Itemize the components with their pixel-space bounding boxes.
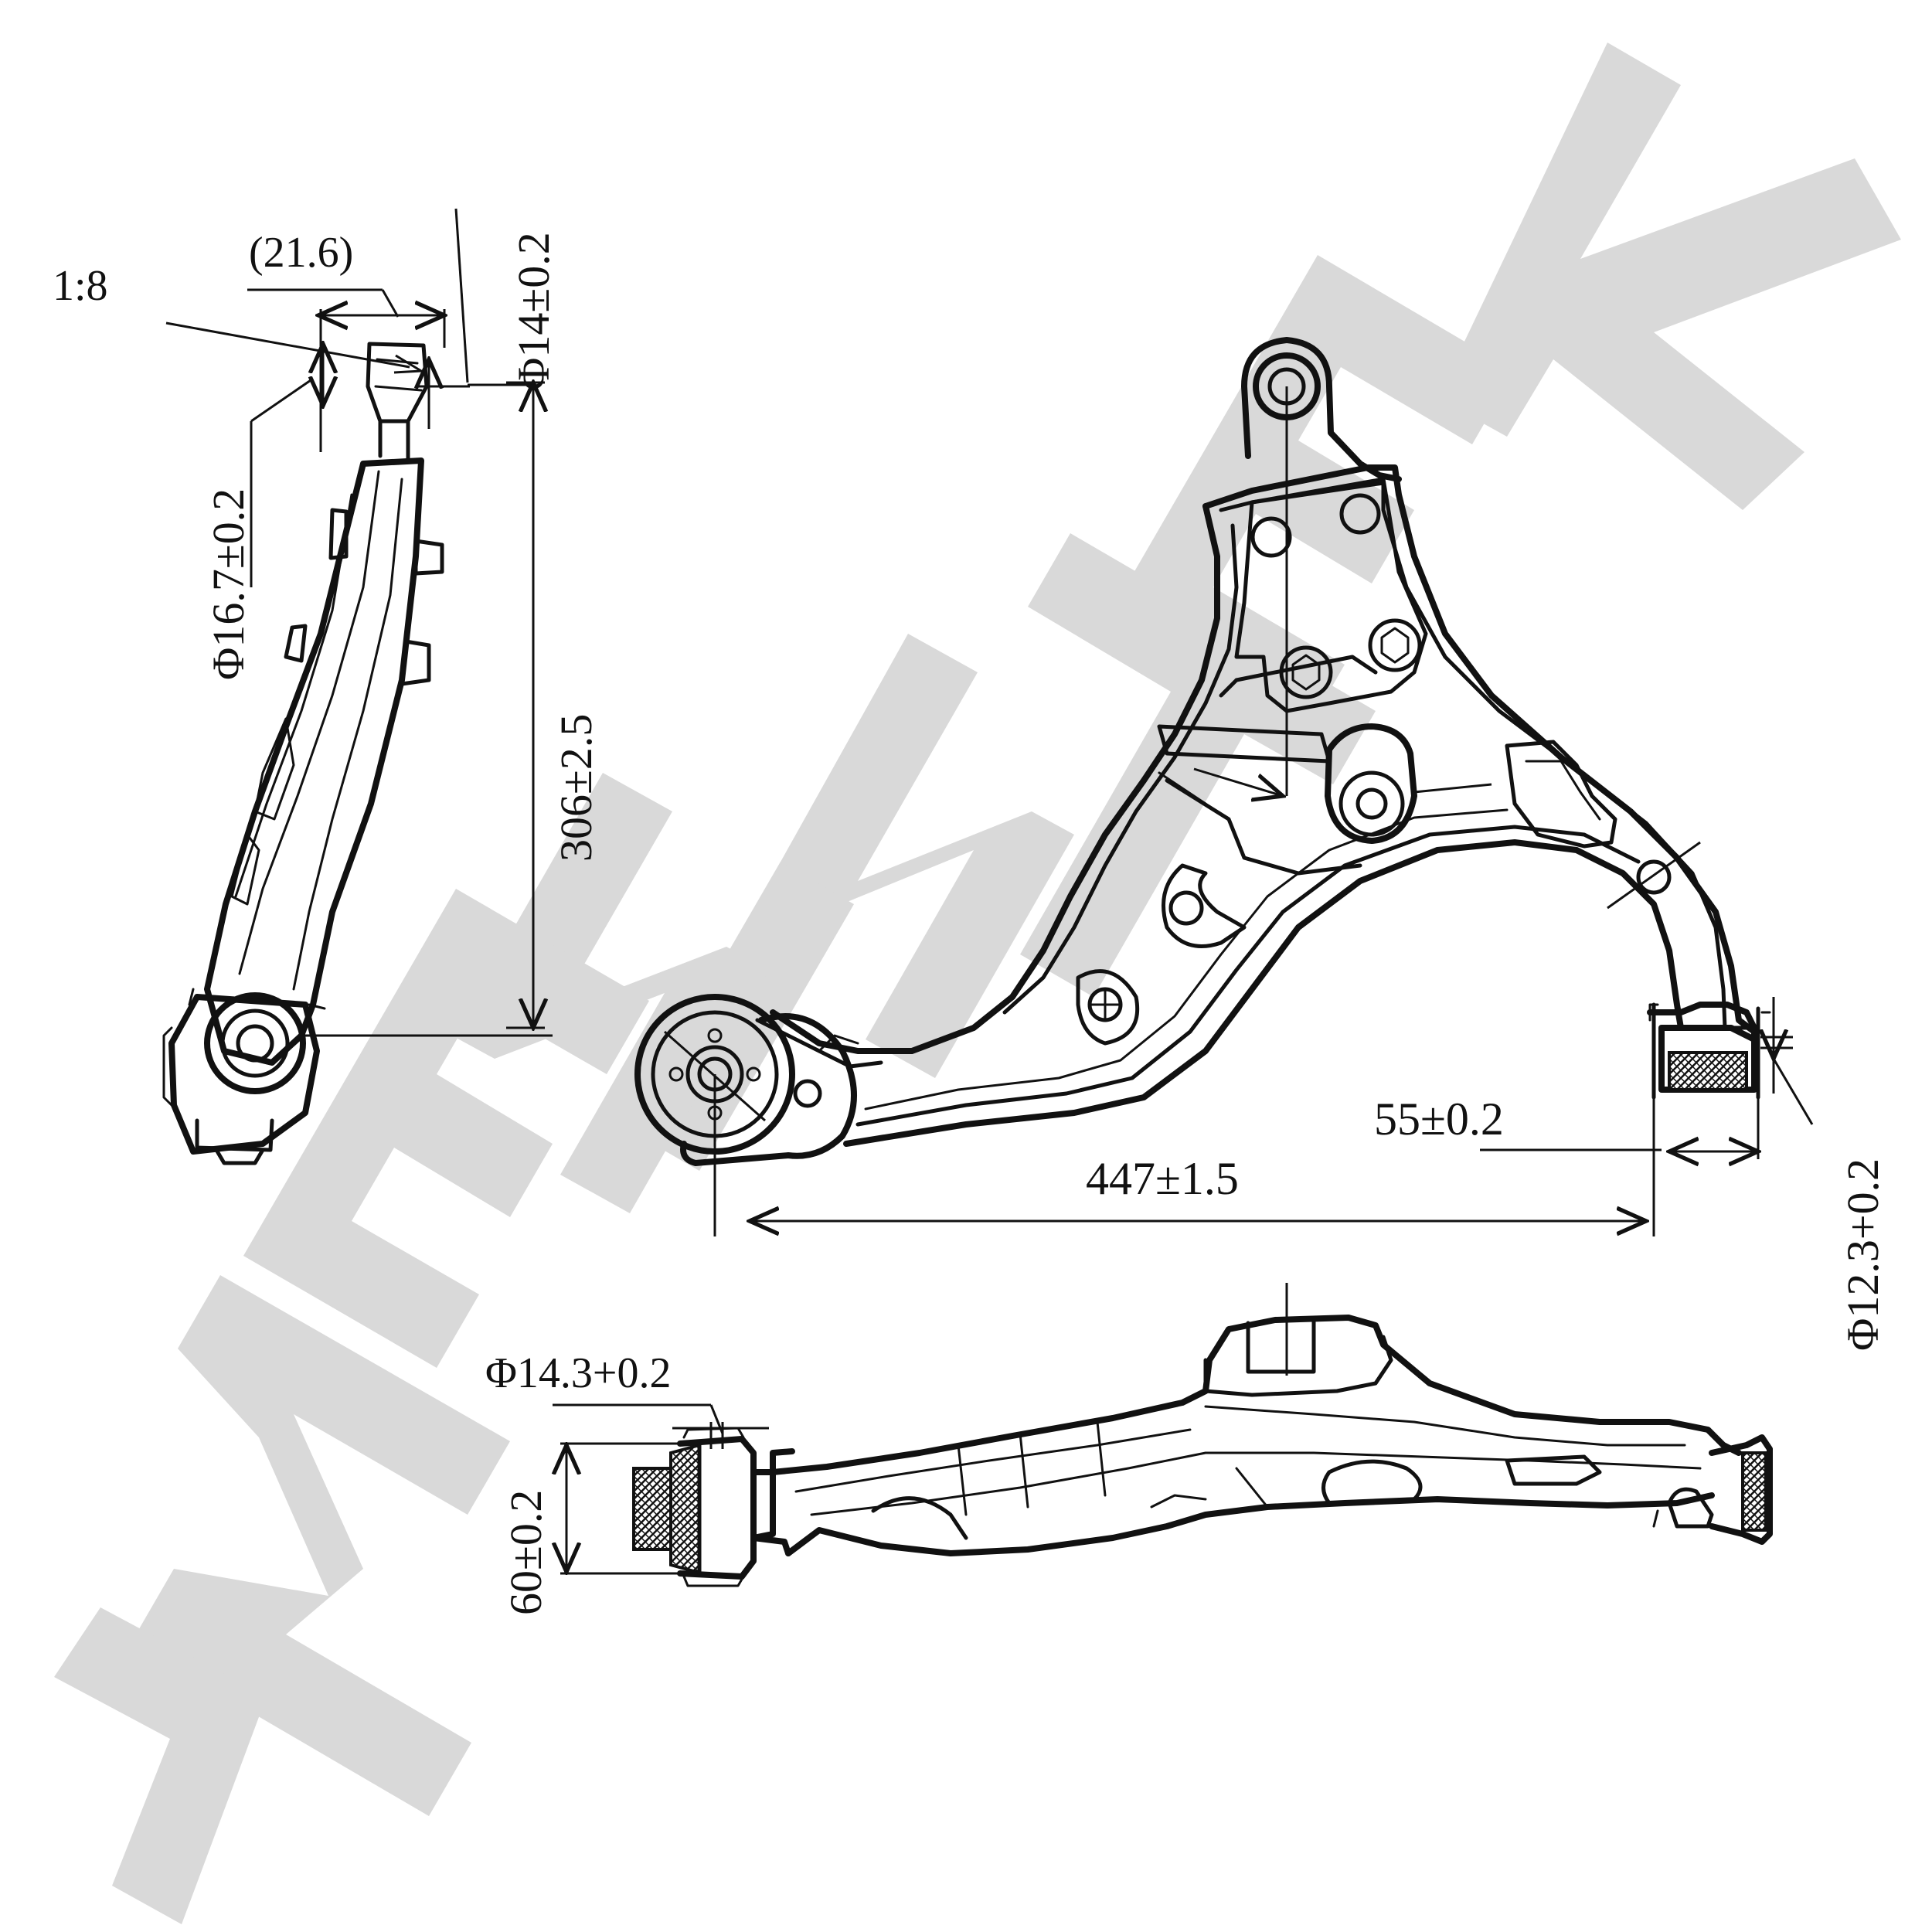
front-bore-label: Φ14.3+0.2 — [485, 1349, 672, 1397]
side-view: 1:8 (21.6) Φ16.7±0.2 Φ14±0.2 306±2.5 — [53, 208, 601, 1165]
front-view-arm — [632, 1283, 1773, 1587]
watermark — [54, 43, 1901, 1924]
side-width-label: (21.6) — [249, 229, 353, 277]
side-length-label: 306±2.5 — [551, 714, 601, 862]
front-view: Φ14.3+0.2 60±0.2 — [485, 1283, 1773, 1615]
front-height-label: 60±0.2 — [501, 1490, 551, 1615]
side-view-arm — [162, 342, 444, 1165]
top-span-label: 447±1.5 — [1086, 1153, 1239, 1204]
side-ratio-label: 1:8 — [53, 262, 108, 310]
side-view-dimensions — [165, 208, 553, 1037]
front-view-dimensions — [553, 1403, 769, 1573]
top-view: 447±1.5 55±0.2 Φ12.3+0.2 — [634, 337, 1888, 1351]
top-view-dimensions — [713, 997, 1814, 1236]
top-bushing-width-label: 55±0.2 — [1374, 1094, 1504, 1145]
side-pin-label: Φ14±0.2 — [509, 232, 559, 390]
side-bore-label: Φ16.7±0.2 — [203, 488, 253, 680]
top-bushing-bore-label: Φ12.3+0.2 — [1838, 1158, 1888, 1351]
